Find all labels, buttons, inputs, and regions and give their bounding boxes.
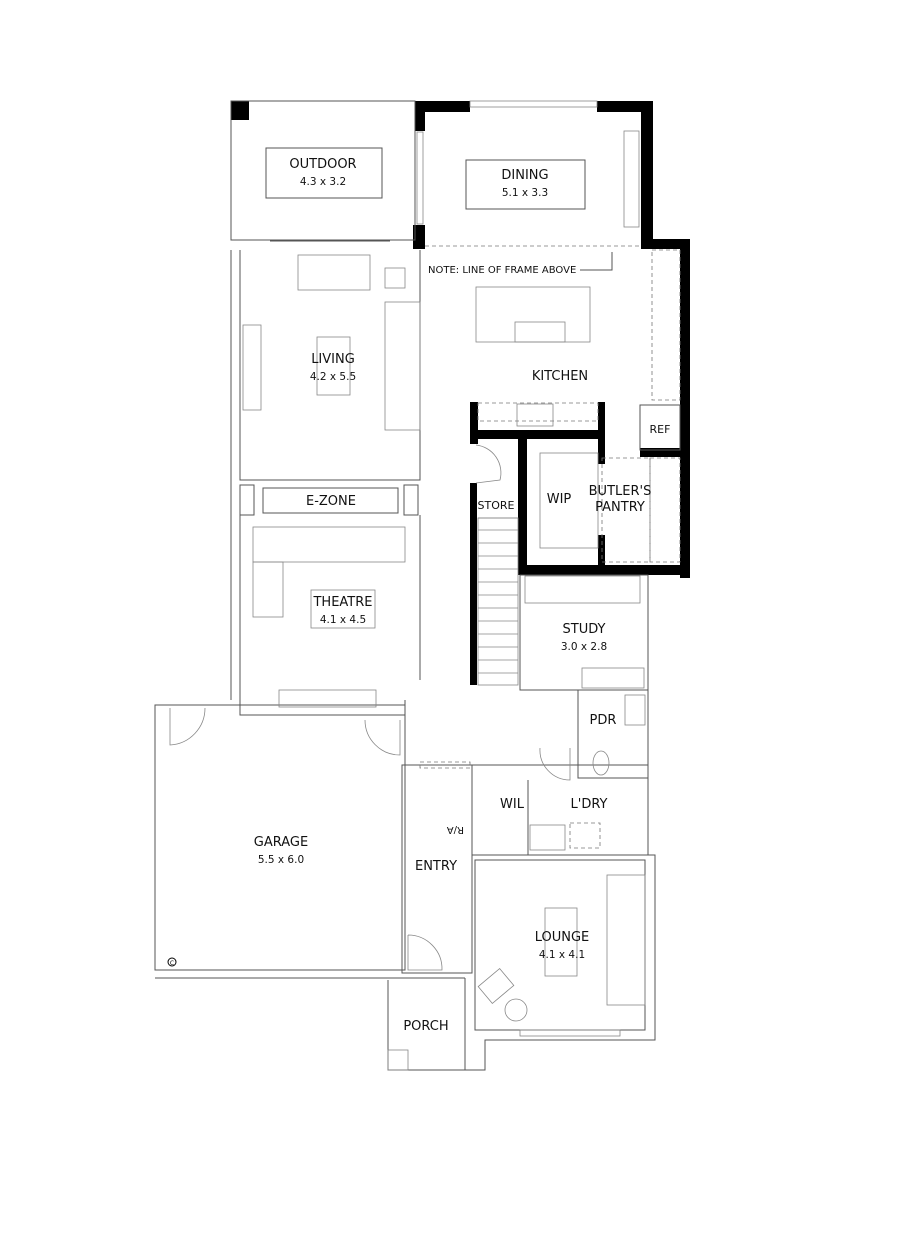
room-name: OUTDOOR: [289, 157, 356, 172]
room-name-line1: BUTLER'S: [589, 484, 652, 499]
room-kitchen: KITCHEN: [532, 369, 588, 384]
room-size: 5.5 x 6.0: [258, 854, 304, 866]
room-size: 4.1 x 4.5: [320, 614, 366, 626]
room-wil: WIL: [500, 797, 525, 812]
room-dining: DINING 5.1 x 3.3: [501, 168, 548, 199]
frame-note: NOTE: LINE OF FRAME ABOVE: [428, 265, 576, 276]
room-pdr: PDR: [590, 713, 617, 728]
room-porch: PORCH: [403, 1019, 448, 1034]
room-outdoor: OUTDOOR 4.3 x 3.2: [289, 157, 356, 188]
room-name: THEATRE: [312, 595, 372, 610]
room-size: 3.0 x 2.8: [561, 641, 607, 653]
room-size: 4.1 x 4.1: [539, 949, 585, 961]
room-garage: GARAGE 5.5 x 6.0: [254, 835, 308, 866]
ra-mark: R/A: [447, 824, 464, 835]
room-name: LOUNGE: [535, 930, 590, 945]
room-lounge: LOUNGE 4.1 x 4.1: [535, 930, 590, 961]
room-name-line2: PANTRY: [595, 500, 645, 515]
room-store: STORE: [478, 499, 515, 512]
room-name: STUDY: [563, 622, 606, 637]
stairs: [477, 517, 519, 686]
stair-outline: [477, 517, 519, 686]
room-size: 5.1 x 3.3: [502, 187, 548, 199]
room-wip: WIP: [547, 492, 572, 507]
c-symbol: C: [170, 960, 174, 967]
partition-walls: [154, 100, 681, 1071]
structural-walls: [231, 101, 690, 685]
room-size: 4.2 x 5.5: [310, 371, 356, 383]
room-size: 4.3 x 3.2: [300, 176, 346, 188]
frame-lines: [419, 245, 681, 849]
room-name: GARAGE: [254, 835, 308, 850]
room-study: STUDY 3.0 x 2.8: [561, 622, 607, 653]
furniture: [169, 130, 646, 1022]
room-ldry: L'DRY: [571, 797, 608, 812]
room-ref: REF: [650, 423, 671, 436]
room-name: LIVING: [311, 352, 355, 367]
room-entry: ENTRY: [415, 859, 457, 874]
room-theatre: THEATRE 4.1 x 4.5: [312, 595, 372, 626]
room-living: LIVING 4.2 x 5.5: [310, 352, 356, 383]
room-butlers-pantry: BUTLER'S PANTRY: [589, 484, 652, 515]
room-ezone: E-ZONE: [306, 494, 356, 509]
room-name: DINING: [501, 168, 548, 183]
